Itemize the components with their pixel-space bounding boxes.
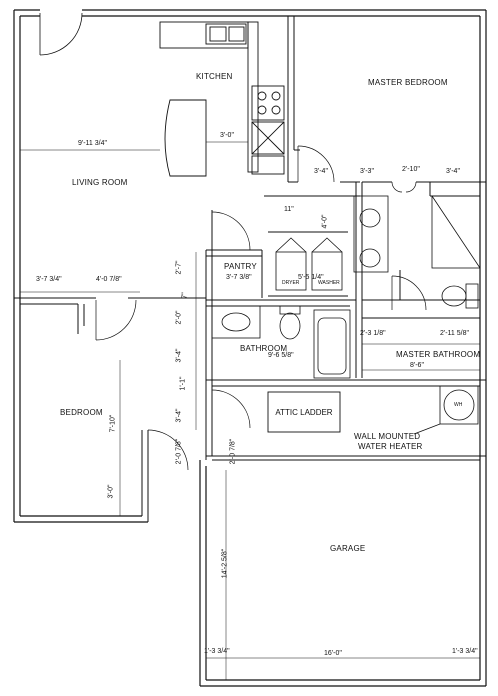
bathroom-fixtures: [211, 305, 351, 379]
dim-kitchen-bar: 3'-0": [220, 132, 234, 139]
dim-bath-width: 9'-6 5/8": [268, 352, 294, 359]
dim-v-7: 7": [181, 292, 189, 299]
kitchen-island: [164, 99, 207, 177]
water-heater-tag: WH: [454, 402, 463, 408]
dim-master-bath-b: 2'-11 5/8": [440, 330, 469, 337]
attic-ladder-label: ATTIC LADDER: [275, 407, 333, 417]
master-bath-fixtures: [353, 195, 481, 309]
dim-hall-4: 4'-0": [321, 214, 329, 229]
dim-laundry-width: 5'-5 1/4": [298, 274, 324, 281]
attic-ladder-box: [267, 391, 341, 433]
room-label-master-bathroom: MASTER BATHROOM: [396, 350, 481, 359]
room-label-garage: GARAGE: [330, 544, 366, 553]
dim-v-20: 2'-0": [175, 310, 183, 325]
dim-hall-a: 3'-4": [314, 168, 328, 175]
dimension-lines: [20, 141, 480, 680]
dim-v-27b: 2'-0 7/8": [175, 438, 183, 465]
dim-v-145: 14'-2 5/8": [221, 548, 229, 579]
room-label-pantry: PANTRY: [224, 262, 257, 271]
dim-v-27a: 2'-7": [175, 260, 183, 275]
room-label-master-bedroom: MASTER BEDROOM: [368, 78, 448, 87]
dim-garage-left: 1'-3 3/4": [204, 648, 230, 655]
dim-master-bath-a: 2'-3 1/8": [360, 330, 386, 337]
exterior-walls: [13, 9, 487, 687]
room-label-bedroom: BEDROOM: [60, 408, 103, 417]
dim-garage-right: 1'-3 3/4": [452, 648, 478, 655]
stove: [251, 85, 285, 121]
dim-pantry-width: 3'-7 3/8": [226, 274, 252, 281]
dim-v-34b: 3'-4": [175, 408, 183, 423]
doors: [95, 145, 427, 471]
dim-hall-b: 3'-3": [360, 168, 374, 175]
water-heater: [413, 385, 479, 435]
washer-label: WASHER: [318, 280, 340, 286]
water-heater-label-line2: WATER HEATER: [358, 442, 423, 451]
dim-closet-mid: 2'-10": [402, 166, 420, 173]
laundry-appliances: [275, 237, 343, 291]
dim-garage-width: 16'-0": [324, 650, 342, 657]
kitchen-counters: [159, 21, 285, 175]
water-heater-label-line1: WALL MOUNTED: [354, 432, 421, 441]
dim-bed-left: 3'-7 3/4": [36, 276, 62, 283]
dim-v-710: 7'-10": [109, 414, 117, 433]
dim-v-11b: 1'-1": [179, 376, 187, 391]
room-label-living-room: LIVING ROOM: [72, 178, 128, 187]
front-door: [39, 12, 83, 56]
dryer-label: DRYER: [282, 280, 300, 286]
dim-master-bath-c: 8'-6": [410, 362, 424, 369]
dim-closet-right: 3'-4": [446, 168, 460, 175]
dim-v-30: 3'-0": [107, 484, 115, 499]
dim-v-27c: 2'-0 7/8": [229, 438, 237, 465]
fridge: [251, 121, 285, 155]
dim-hall-11: 11": [284, 206, 294, 213]
dim-living-width: 9'-11 3/4": [78, 140, 107, 147]
dim-bed-right: 4'-0 7/8": [96, 276, 122, 283]
room-label-bathroom: BATHROOM: [240, 344, 288, 353]
dim-v-34a: 3'-4": [175, 348, 183, 363]
room-label-kitchen: KITCHEN: [196, 72, 233, 81]
